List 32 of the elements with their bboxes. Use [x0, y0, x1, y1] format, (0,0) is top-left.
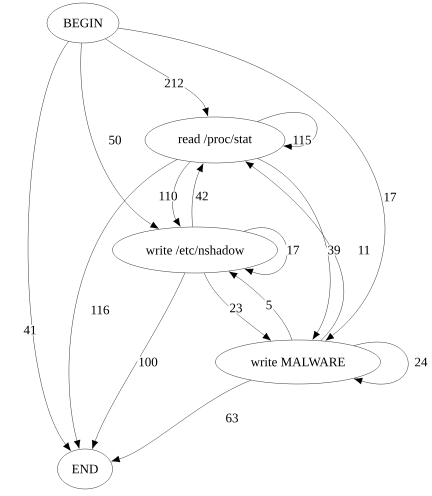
edge-label: 17 [382, 192, 398, 202]
edge-label: 11 [356, 244, 372, 256]
edge-label: 24 [414, 356, 428, 368]
arrow [245, 161, 344, 341]
arrow [192, 163, 204, 227]
edge-label: 23 [228, 302, 244, 314]
arrow [257, 158, 330, 340]
edge-label: 5 [264, 300, 274, 310]
arrow [118, 28, 386, 341]
arrow [105, 38, 209, 116]
arrow [172, 162, 191, 227]
arrow [28, 41, 71, 452]
arrow [257, 112, 318, 150]
edge-label: 115 [292, 134, 312, 146]
arrow [111, 380, 252, 462]
edge-label: 63 [224, 412, 240, 424]
edge-label: 50 [108, 134, 122, 146]
edge-label: 17 [286, 244, 300, 256]
edge-label: 42 [194, 190, 210, 202]
edge-label: 212 [163, 78, 185, 88]
arrow [68, 159, 178, 449]
arrow [244, 228, 288, 275]
edge-label: 41 [22, 324, 38, 336]
arrow [92, 272, 186, 449]
arrow [80, 42, 159, 229]
edge-label: 116 [90, 304, 110, 316]
edge-label: 100 [137, 356, 159, 368]
arrow [228, 271, 292, 340]
arrow [204, 272, 272, 341]
arrow [354, 342, 408, 384]
edge-label: 110 [158, 190, 178, 202]
edge-label: 39 [326, 244, 342, 256]
